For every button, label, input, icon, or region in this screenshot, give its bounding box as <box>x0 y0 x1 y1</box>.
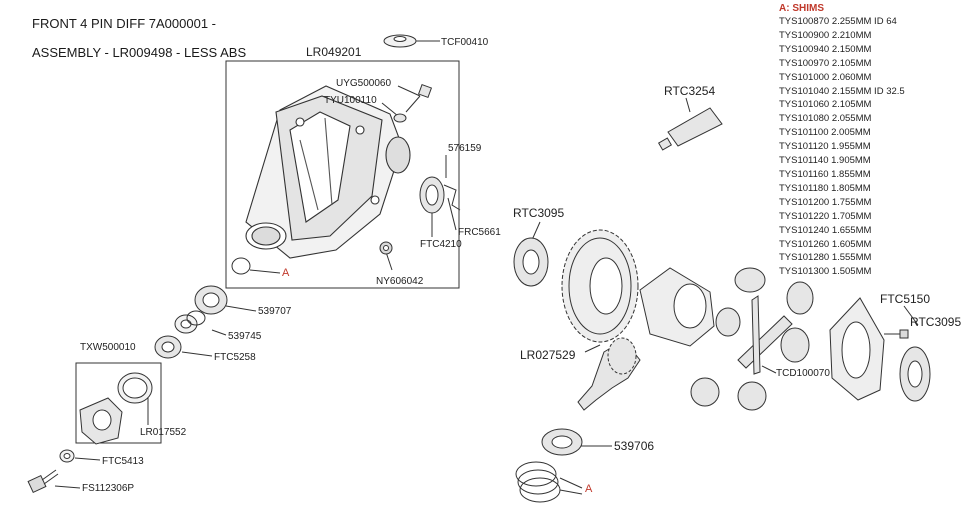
shim-item: TYS101280 1.555MM <box>779 252 872 264</box>
label-ftc5413[interactable]: FTC5413 <box>102 456 144 467</box>
label-lr049201[interactable]: LR049201 <box>306 45 362 59</box>
label-ny606042[interactable]: NY606042 <box>376 276 424 287</box>
shims-list: A: SHIMS TYS100870 2.255MM ID 64 TYS10090… <box>779 2 959 279</box>
bearing-rtc3095-left <box>513 237 549 287</box>
diagram-title-line1: FRONT 4 PIN DIFF 7A000001 - <box>32 16 216 31</box>
shim-item: TYS101100 2.005MM <box>779 127 871 139</box>
shim-item: TYS101040 2.155MM ID 32.5 <box>779 85 905 97</box>
bolt-fs112306p <box>27 469 59 494</box>
label-rtc3095-left[interactable]: RTC3095 <box>513 206 565 220</box>
diff-carrier <box>639 267 715 347</box>
dust-shield-lr017552 <box>117 372 153 404</box>
label-576159[interactable]: 576159 <box>448 143 482 154</box>
shim-stack-a-right <box>515 461 561 503</box>
shim-item: TYS101140 1.905MM <box>779 155 871 167</box>
flange-group-box <box>75 362 162 444</box>
housing-group-box <box>225 60 460 289</box>
diagram-title-line2: ASSEMBLY - LR009498 - LESS ABS <box>32 45 247 60</box>
bearing-rtc3095-right <box>899 346 931 402</box>
crown-wheel-lr027529 <box>561 229 639 343</box>
washer-tcf00410 <box>383 34 417 48</box>
shims-heading: A: SHIMS <box>779 3 824 14</box>
bolt-uyg500060 <box>393 83 433 123</box>
label-tcf00410[interactable]: TCF00410 <box>441 37 489 48</box>
bearing-539706 <box>541 428 583 456</box>
label-shim-a-left[interactable]: A <box>282 267 290 279</box>
shim-item: TYS101080 2.055MM <box>779 113 872 125</box>
label-ftc5150[interactable]: FTC5150 <box>880 292 931 306</box>
bearing-ftc4210 <box>419 176 461 214</box>
shim-item: TYS100900 2.210MM <box>779 29 872 41</box>
label-539706[interactable]: 539706 <box>614 439 655 453</box>
shim-item: TYS101180 1.805MM <box>779 182 871 194</box>
label-lr027529[interactable]: LR027529 <box>520 348 576 362</box>
shim-item: TYS100970 2.105MM <box>779 57 872 69</box>
shim-item: TYS101220 1.705MM <box>779 210 872 222</box>
label-ftc4210[interactable]: FTC4210 <box>420 239 462 250</box>
label-lr017552[interactable]: LR017552 <box>140 427 187 438</box>
shim-item: TYS100940 2.150MM <box>779 43 872 55</box>
label-fs112306p[interactable]: FS112306P <box>82 483 135 494</box>
shim-item: TYS101160 1.855MM <box>779 168 871 180</box>
shim-item: TYS100870 2.255MM ID 64 <box>779 16 897 27</box>
diff-case <box>829 297 885 401</box>
shim-item: TYS101240 1.655MM <box>779 224 872 236</box>
label-txw500010[interactable]: TXW500010 <box>80 342 136 353</box>
nut-ny606042 <box>379 241 393 255</box>
cross-shaft-tcd100070 <box>737 295 793 375</box>
label-frc5661[interactable]: FRC5661 <box>458 227 501 238</box>
pinion-gear <box>577 337 641 411</box>
shim-item: TYS101300 1.505MM <box>779 266 872 278</box>
label-ftc5258[interactable]: FTC5258 <box>214 352 256 363</box>
label-rtc3254[interactable]: RTC3254 <box>664 84 716 98</box>
label-539745[interactable]: 539745 <box>228 331 262 342</box>
shim-a-left <box>231 257 251 275</box>
shim-item: TYS101000 2.060MM <box>779 71 872 83</box>
shim-item: TYS101200 1.755MM <box>779 196 872 208</box>
bearing-539707 <box>194 285 228 315</box>
shims-539745 <box>174 310 206 334</box>
flange-txw500010 <box>79 397 123 445</box>
label-uyg500060[interactable]: UYG500060 <box>336 78 392 89</box>
label-539707[interactable]: 539707 <box>258 306 292 317</box>
shim-item: TYS101260 1.605MM <box>779 238 872 250</box>
shim-item: TYS101120 1.955MM <box>779 141 871 153</box>
diff-gears <box>690 267 814 411</box>
shim-item: TYS101060 2.105MM <box>779 99 872 111</box>
bolt-ftc5150 <box>884 329 909 339</box>
label-tcd100070[interactable]: TCD100070 <box>776 368 830 379</box>
seal-ftc5258 <box>154 335 182 359</box>
washer-ftc5413 <box>59 449 75 463</box>
diff-housing <box>245 85 411 259</box>
label-shim-a-right[interactable]: A <box>585 483 593 495</box>
label-tyu100110[interactable]: TYU100110 <box>324 95 377 106</box>
sealant-tube-rtc3254 <box>657 107 723 151</box>
label-rtc3095-right[interactable]: RTC3095 <box>910 315 962 329</box>
